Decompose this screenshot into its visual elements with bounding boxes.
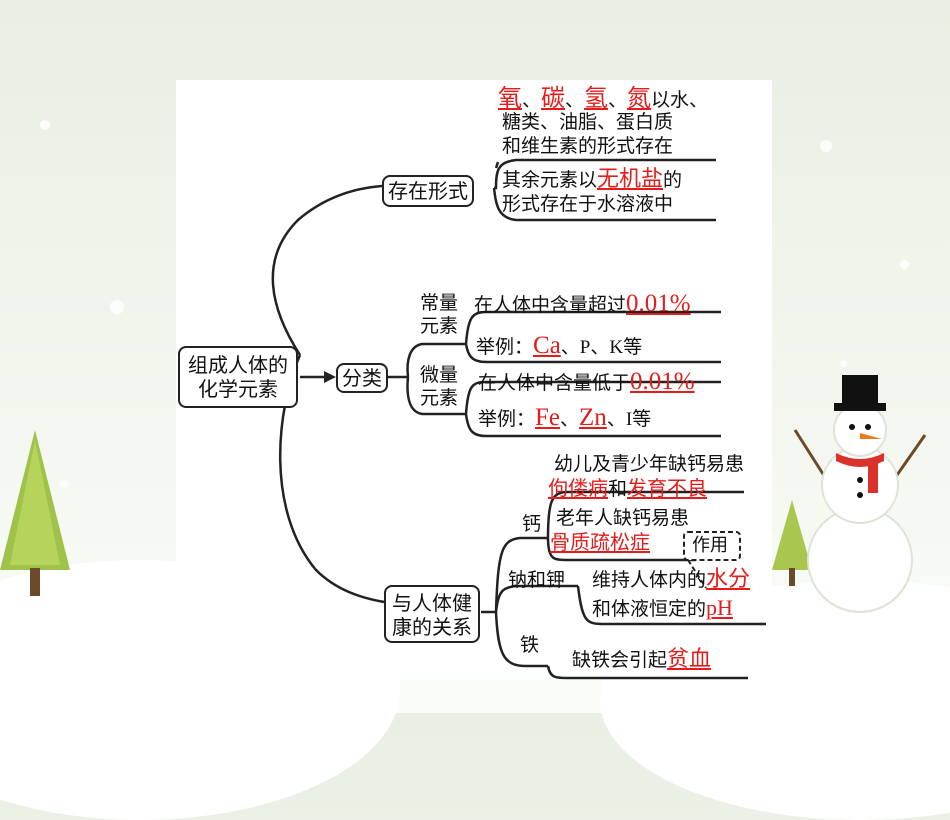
answer-rickets: 佝偻病 bbox=[548, 476, 608, 500]
forms-item2-line2: 形式存在于水溶液中 bbox=[502, 193, 674, 215]
answer-water: 水分 bbox=[706, 567, 751, 592]
forms-node: 存在形式 bbox=[382, 175, 474, 207]
answer-growth-retardation: 发育不良 bbox=[627, 476, 708, 500]
calcium-old-answer: 骨质疏松症 bbox=[550, 530, 650, 555]
nak-label: 钠和钾 bbox=[508, 569, 566, 591]
answer-hydrogen: 氢 bbox=[584, 84, 609, 112]
root-line1: 组成人体的 bbox=[188, 353, 288, 377]
classify-node: 分类 bbox=[336, 363, 388, 393]
major-example: 举例：Ca、P、K等 bbox=[476, 332, 643, 359]
trace-label: 微量 元素 bbox=[420, 364, 459, 409]
mind-map-panel: 组成人体的 化学元素 存在形式 氧、碳、氢、氮以水、 糖类、油脂、蛋白质 和维生… bbox=[176, 80, 772, 680]
forms-item1-line3: 和维生素的形式存在 bbox=[502, 135, 674, 157]
trace-desc: 在人体中含量低于0.01% bbox=[478, 368, 695, 395]
trace-example: 举例：Fe、Zn、I等 bbox=[478, 404, 652, 431]
major-desc: 在人体中含量超过0.01% bbox=[474, 290, 691, 317]
answer-trace-threshold: 0.01% bbox=[630, 368, 695, 395]
iron-line: 缺铁会引起贫血 bbox=[572, 647, 712, 672]
answer-fe: Fe bbox=[535, 404, 561, 431]
nak-line2: 和体液恒定的pH bbox=[592, 595, 733, 621]
health-line1: 与人体健 bbox=[392, 591, 472, 615]
answer-zn: Zn bbox=[579, 404, 607, 431]
root-line2: 化学元素 bbox=[198, 377, 278, 401]
forms-label: 存在形式 bbox=[388, 179, 468, 203]
major-label: 常量 元素 bbox=[420, 292, 459, 337]
health-line2: 康的关系 bbox=[392, 615, 472, 639]
tree-left-icon bbox=[0, 430, 70, 596]
iron-label: 铁 bbox=[520, 634, 540, 656]
root-node: 组成人体的 化学元素 bbox=[178, 346, 298, 408]
calcium-child-answers: 佝偻病和发育不良 bbox=[548, 476, 708, 500]
snowman-icon bbox=[793, 375, 927, 613]
health-node: 与人体健 康的关系 bbox=[384, 585, 480, 643]
forms-item1-line2: 糖类、油脂、蛋白质 bbox=[502, 111, 674, 133]
answer-ca: Ca bbox=[533, 332, 561, 359]
answer-osteoporosis: 骨质疏松症 bbox=[550, 530, 650, 554]
answer-carbon: 碳 bbox=[541, 84, 566, 112]
calcium-child-line: 幼儿及青少年缺钙易患 bbox=[554, 453, 745, 475]
role-box-label: 作用 bbox=[692, 535, 728, 556]
answer-anemia: 贫血 bbox=[667, 647, 712, 672]
answer-major-threshold: 0.01% bbox=[626, 290, 691, 317]
answer-nitrogen: 氮 bbox=[627, 84, 652, 112]
forms-item2-line1: 其余元素以无机盐的 bbox=[502, 167, 683, 192]
answer-ph: pH bbox=[706, 595, 733, 620]
tree-right-icon bbox=[772, 500, 812, 586]
calcium-old-line: 老年人缺钙易患 bbox=[556, 507, 690, 529]
classify-label: 分类 bbox=[342, 366, 382, 390]
calcium-label: 钙 bbox=[522, 513, 542, 535]
forms-item1-line1: 氧、碳、氢、氮以水、 bbox=[498, 84, 709, 112]
connector-lines bbox=[271, 158, 766, 680]
nak-line1: 维持人体内的水分 bbox=[592, 567, 751, 592]
answer-oxygen: 氧 bbox=[498, 84, 522, 112]
answer-inorganic-salt: 无机盐 bbox=[597, 167, 664, 192]
